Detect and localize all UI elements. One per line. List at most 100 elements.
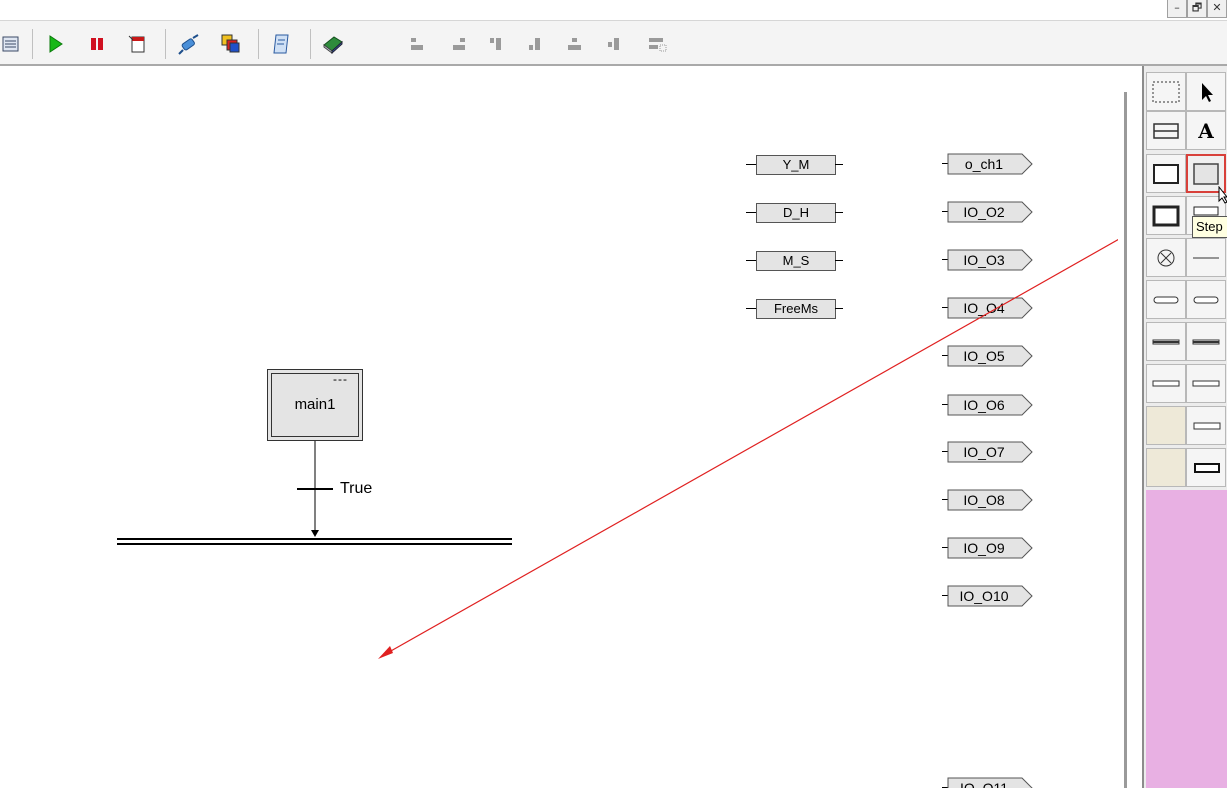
variable-label: IO_O11 (960, 780, 1008, 788)
element-palette: A (1142, 66, 1227, 788)
align-top-icon[interactable] (527, 37, 545, 51)
toolbar-separator (165, 29, 166, 59)
output-variable-block[interactable]: IO_O8 (942, 489, 1034, 511)
pause-icon[interactable] (86, 33, 108, 55)
action-link-icon[interactable] (1186, 364, 1226, 403)
transition-condition[interactable]: True (340, 480, 373, 497)
input-variable-block[interactable]: M_S (746, 251, 844, 271)
output-connector (835, 260, 843, 261)
convergence-icon[interactable] (1186, 280, 1226, 319)
simultaneous-divergence-icon[interactable] (1146, 322, 1186, 361)
align-bottom-icon[interactable] (606, 37, 624, 51)
input-connector (942, 259, 948, 260)
output-variable-block[interactable]: IO_O11 (942, 777, 1034, 788)
minimize-button[interactable]: – (1167, 0, 1187, 18)
input-connector (942, 404, 948, 405)
input-connector (942, 211, 948, 212)
output-variable-block[interactable]: IO_O6 (942, 394, 1034, 416)
stop-icon[interactable] (126, 33, 148, 55)
variable-label: M_S (756, 251, 836, 271)
distribute-icon[interactable] (647, 37, 667, 52)
list-icon[interactable] (0, 33, 22, 55)
variable-label: IO_O10 (959, 588, 1009, 604)
input-connector (746, 308, 756, 309)
palette-pink-area (1146, 490, 1227, 788)
input-connector (746, 260, 756, 261)
input-variable-block[interactable]: FreeMs (746, 299, 844, 319)
variable-label: IO_O2 (963, 204, 1005, 220)
toolbar (0, 20, 1227, 66)
windows-icon[interactable] (220, 33, 242, 55)
step-outline-icon[interactable] (1146, 154, 1186, 193)
book-icon[interactable] (322, 33, 344, 55)
align-middle-icon[interactable] (566, 37, 584, 51)
variable-label: IO_O7 (963, 444, 1005, 460)
step-name: main1 (294, 396, 336, 413)
text-tool-icon[interactable]: A (1186, 111, 1226, 150)
transition-line-icon[interactable] (1186, 238, 1226, 277)
variable-label: IO_O4 (963, 300, 1005, 316)
initial-step-icon[interactable] (1146, 196, 1186, 235)
marquee-select-icon[interactable] (1146, 72, 1186, 111)
input-connector (746, 212, 756, 213)
palette-empty-slot (1146, 406, 1186, 445)
input-connector (942, 307, 948, 308)
align-center-icon[interactable] (450, 37, 468, 51)
variable-label: IO_O5 (963, 348, 1005, 364)
divergence-icon[interactable] (1146, 280, 1186, 319)
output-connector (835, 308, 843, 309)
simultaneous-convergence-icon[interactable] (1186, 322, 1226, 361)
variable-label: D_H (756, 203, 836, 223)
output-variable-block[interactable]: IO_O4 (942, 297, 1034, 319)
step-marker: --- (333, 372, 348, 386)
scrollbar-track[interactable] (1124, 92, 1127, 788)
input-variable-block[interactable]: Y_M (746, 155, 844, 175)
output-variable-block[interactable]: IO_O3 (942, 249, 1034, 271)
input-connector (942, 595, 948, 596)
variable-label: IO_O8 (963, 492, 1005, 508)
run-icon[interactable] (44, 33, 66, 55)
comment-box-icon[interactable] (1146, 111, 1186, 150)
sfc-step[interactable]: --- main1 (267, 369, 363, 441)
output-variable-block[interactable]: IO_O9 (942, 537, 1034, 559)
action-block-icon[interactable] (1146, 364, 1186, 403)
variable-block-icon[interactable] (1186, 406, 1226, 445)
input-connector (942, 355, 948, 356)
input-connector (942, 547, 948, 548)
output-variable-block[interactable]: IO_O5 (942, 345, 1034, 367)
input-connector (942, 499, 948, 500)
diagram-canvas[interactable] (0, 66, 1118, 788)
output-variable-block[interactable]: o_ch1 (942, 153, 1034, 175)
variable-label: FreeMs (756, 299, 836, 319)
function-block-icon[interactable] (1186, 448, 1226, 487)
variable-label: IO_O6 (963, 397, 1005, 413)
annotation-arrow (378, 194, 1198, 659)
output-variable-block[interactable]: IO_O7 (942, 441, 1034, 463)
input-connector (942, 163, 948, 164)
variable-label: o_ch1 (964, 156, 1004, 172)
jump-icon[interactable] (1146, 238, 1186, 277)
pointer-icon[interactable] (1186, 72, 1226, 111)
align-right-icon[interactable] (488, 37, 506, 51)
input-connector (746, 164, 756, 165)
output-variable-block[interactable]: IO_O10 (942, 585, 1034, 607)
input-connector (942, 451, 948, 452)
toolbar-separator (32, 29, 33, 59)
sfc-connection (117, 441, 512, 545)
input-variable-block[interactable]: D_H (746, 203, 844, 223)
step-tool-icon[interactable] (1186, 154, 1226, 193)
restore-button[interactable]: 🗗 (1187, 0, 1207, 18)
document-icon[interactable] (271, 33, 293, 55)
output-connector (835, 212, 843, 213)
toolbar-separator (310, 29, 311, 59)
output-connector (835, 164, 843, 165)
toolbar-separator (258, 29, 259, 59)
vertical-scrollbar[interactable] (1118, 66, 1142, 788)
close-button[interactable]: ✕ (1207, 0, 1227, 18)
align-left-icon[interactable] (409, 37, 427, 51)
variable-label: IO_O3 (963, 252, 1005, 268)
output-variable-block[interactable]: IO_O2 (942, 201, 1034, 223)
connect-icon[interactable] (178, 33, 200, 55)
window-controls: – 🗗 ✕ (1167, 0, 1227, 20)
tooltip: Step (1192, 216, 1227, 238)
